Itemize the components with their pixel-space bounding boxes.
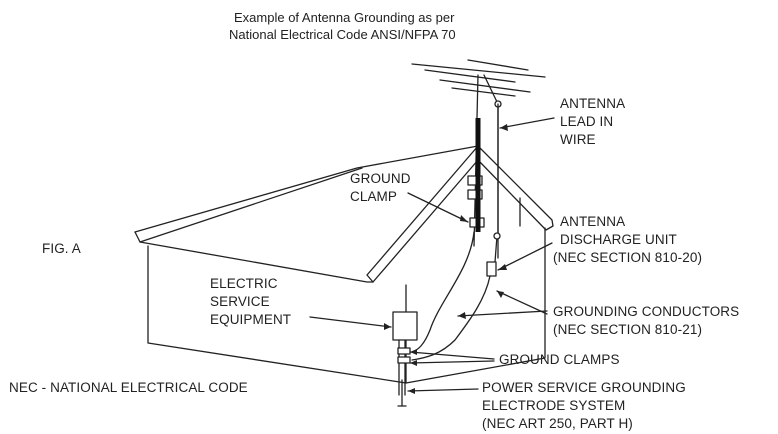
label-power-service-2: ELECTRODE SYSTEM	[482, 398, 626, 413]
electric-service-box	[392, 311, 418, 341]
leader-lead-in	[499, 117, 555, 129]
label-lead-in-1: ANTENNA	[560, 96, 626, 111]
leader-grounding-conductors-1	[457, 310, 548, 317]
leader-ground-clamp	[407, 192, 469, 223]
grounding-conductor-2	[411, 275, 491, 361]
mast-clamp-lower	[467, 189, 483, 200]
label-electric-3: EQUIPMENT	[210, 312, 292, 327]
label-power-service-3: (NEC ART 250, PART H)	[482, 416, 633, 431]
leader-ground-clamps-1	[409, 351, 495, 360]
label-discharge-3: (NEC SECTION 810-20)	[553, 250, 703, 265]
label-ground-clamp-1: GROUND	[350, 171, 411, 186]
label-lead-in-2: LEAD IN	[560, 114, 614, 129]
leader-discharge	[497, 242, 553, 271]
label-ground-clamp-2: CLAMP	[350, 189, 398, 204]
label-electric-2: SERVICE	[210, 294, 270, 309]
label-grounding-conductors-2: (NEC SECTION 810-21)	[553, 322, 703, 337]
roof	[134, 145, 554, 283]
leader-grounding-conductors-2	[496, 290, 548, 315]
label-power-service-1: POWER SERVICE GROUNDING	[482, 380, 686, 395]
label-discharge-1: ANTENNA	[560, 214, 626, 229]
label-lead-in-3: WIRE	[560, 132, 596, 147]
discharge-unit	[486, 261, 497, 277]
leader-power-service	[407, 388, 479, 392]
antenna-elements	[411, 59, 546, 97]
fig-label: FIG. A	[42, 241, 81, 256]
label-electric-1: ELECTRIC	[210, 276, 278, 291]
ground-rod	[397, 379, 407, 407]
label-discharge-2: DISCHARGE UNIT	[560, 232, 677, 247]
title-line-1: Example of Antenna Grounding as per	[234, 10, 455, 25]
leader-electric-service	[309, 316, 392, 328]
label-grounding-conductors-1: GROUNDING CONDUCTORS	[553, 304, 740, 319]
mast-clamp-upper	[467, 175, 483, 186]
lead-in-wire	[494, 103, 499, 263]
side-wall	[405, 227, 546, 384]
leader-ground-clamps-2	[409, 360, 495, 364]
nec-note: NEC - NATIONAL ELECTRICAL CODE	[9, 380, 248, 395]
label-ground-clamps: GROUND CLAMPS	[499, 352, 620, 367]
grounding-conductor-1	[411, 231, 475, 353]
roof-edge	[134, 231, 374, 283]
title-line-2: National Electrical Code ANSI/NFPA 70	[229, 27, 456, 42]
